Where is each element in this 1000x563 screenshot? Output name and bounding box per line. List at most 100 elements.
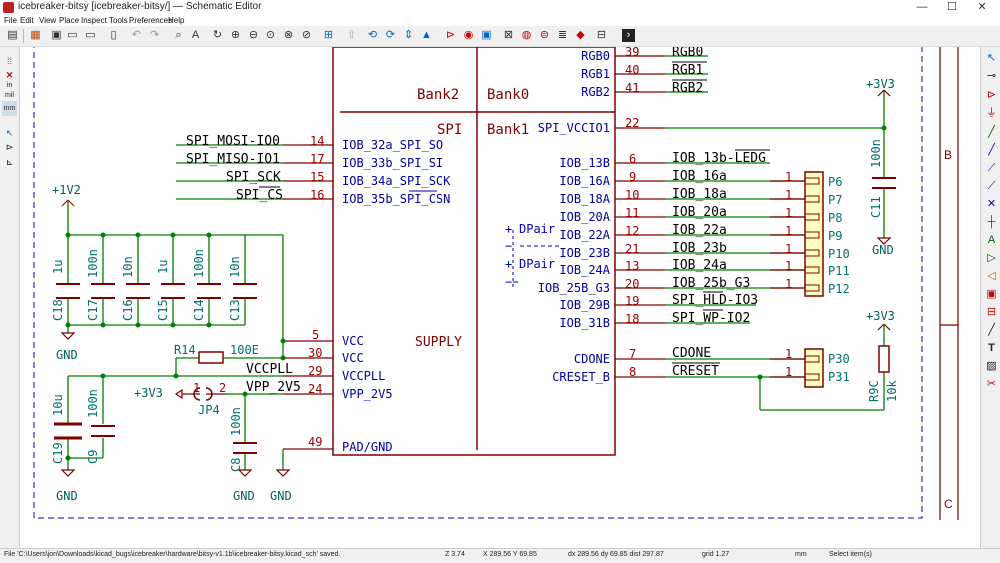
hidden-pins-icon[interactable]: ⊳ xyxy=(5,142,14,152)
pin-name: IOB_35b_SPI_CSN xyxy=(342,192,450,206)
menu-help[interactable]: Help xyxy=(168,16,185,25)
junction-icon[interactable]: ┼ xyxy=(987,216,996,228)
net-label: IOB_16a xyxy=(672,169,727,184)
svg-text:GND: GND xyxy=(233,489,255,503)
menu-tools[interactable]: Tools xyxy=(109,16,128,25)
no-connect-icon[interactable]: ✕ xyxy=(986,198,997,210)
pin-number: 30 xyxy=(308,346,322,360)
maximize-button[interactable]: ☐ xyxy=(947,1,957,13)
svg-text:100n: 100n xyxy=(869,139,883,168)
schematic-setup-icon[interactable]: ▤ xyxy=(7,29,18,41)
zoom-objects-icon[interactable]: ⊗ xyxy=(283,29,294,41)
zoom-out-icon[interactable]: ⊖ xyxy=(248,29,259,41)
pin-number: 39 xyxy=(625,47,639,59)
hier-sheet-icon[interactable]: ▣ xyxy=(986,288,997,300)
menu-preferences[interactable]: Preferences xyxy=(129,16,173,25)
diff-pair-marker: + DPair − + DPair − xyxy=(505,222,560,290)
rotate-ccw-icon[interactable]: ⟲ xyxy=(367,29,378,41)
add-text-icon[interactable]: T xyxy=(988,342,995,354)
net-label: IOB_20a xyxy=(672,205,727,220)
netlist-icon[interactable]: ◆ xyxy=(576,29,585,41)
net-label: CDONE xyxy=(672,346,711,361)
bus-to-bus-icon[interactable]: ⟋ xyxy=(987,180,996,192)
add-symbol-icon[interactable]: ⊳ xyxy=(986,89,997,101)
cap-value: 1u xyxy=(51,260,65,274)
fields-table-icon[interactable]: ⊜ xyxy=(539,29,550,41)
status-units: mm xyxy=(795,551,807,558)
add-bus-icon[interactable]: ╱ xyxy=(988,144,995,156)
add-image-icon[interactable]: ▨ xyxy=(986,360,997,372)
pin-name: IOB_33b_SPI_SI xyxy=(342,156,443,170)
highlight-net-icon[interactable]: ⊸ xyxy=(986,70,997,82)
select-tool-icon[interactable]: ↖ xyxy=(986,52,997,64)
pin-number: 22 xyxy=(625,116,639,130)
status-selection: Select item(s) xyxy=(829,551,872,558)
wire-angle-icon[interactable]: ⊾ xyxy=(5,157,14,167)
footprint-assign-icon[interactable]: ◍ xyxy=(521,29,532,41)
cap-value: 100n xyxy=(86,249,100,278)
net-label: SPI_HLD-IO3 xyxy=(672,293,758,308)
scripting-console-icon[interactable]: › xyxy=(622,29,635,42)
menu-file[interactable]: File xyxy=(4,16,17,25)
net-label: SPI_MOSI-IO0 xyxy=(186,134,280,149)
wire-to-bus-icon[interactable]: ⟋ xyxy=(987,162,996,174)
net-label-icon[interactable]: A xyxy=(987,234,996,246)
close-button[interactable]: ✕ xyxy=(977,1,987,13)
zoom-in-icon[interactable]: ⊕ xyxy=(230,29,241,41)
paste-icon[interactable]: ▯ xyxy=(110,29,117,41)
plot-icon[interactable]: ▭ xyxy=(85,29,96,41)
cap-value: 1u xyxy=(156,260,170,274)
delete-tool-icon[interactable]: ✂ xyxy=(986,378,997,390)
minimize-button[interactable]: — xyxy=(916,1,928,13)
schematic-canvas[interactable]: B C Bank2 Bank0 SPI Bank1 SUPPLY SPI_MOS… xyxy=(20,47,980,548)
hierarchy-icon[interactable]: ⊞ xyxy=(323,29,334,41)
polar-coords-icon[interactable]: ✕ xyxy=(5,70,14,80)
menu-inspect[interactable]: Inspect xyxy=(81,16,107,25)
rotate-cw-icon[interactable]: ⟳ xyxy=(385,29,396,41)
connector-pin-number: 1 xyxy=(785,206,792,220)
save-icon[interactable]: ▣ xyxy=(51,29,62,41)
connector-ref: P8 xyxy=(828,211,842,225)
grid-toggle-icon[interactable]: ⁞⁞ xyxy=(6,56,12,66)
add-wire-icon[interactable]: ╱ xyxy=(988,126,995,138)
refresh-icon[interactable]: ↻ xyxy=(212,29,223,41)
units-mils-button[interactable]: mil xyxy=(5,92,14,99)
zoom-selection-icon[interactable]: ⊘ xyxy=(301,29,312,41)
add-power-icon[interactable]: ⏚ xyxy=(986,107,997,119)
pin-name: VPP_2V5 xyxy=(342,387,393,401)
menu-view[interactable]: View xyxy=(39,16,57,25)
import-sheet-pin-icon[interactable]: ⊟ xyxy=(986,306,997,318)
pin-number: 21 xyxy=(625,242,639,256)
spi-unit-label: SPI xyxy=(437,122,462,138)
menu-edit[interactable]: Edit xyxy=(20,16,34,25)
menu-place[interactable]: Place xyxy=(59,16,80,25)
find-icon[interactable]: ⌕ xyxy=(175,29,182,41)
update-pcb-icon[interactable]: ⊟ xyxy=(596,29,607,41)
cap-ref: C18 xyxy=(51,299,65,321)
pin-name: RGB2 xyxy=(581,85,610,99)
pin-name: VCCPLL xyxy=(342,369,385,383)
find-replace-icon[interactable]: A xyxy=(191,29,200,41)
undo-icon[interactable]: ↶ xyxy=(131,29,142,41)
bom-icon[interactable]: ≣ xyxy=(557,29,568,41)
global-label-icon[interactable]: ▷ xyxy=(987,252,996,264)
mirror-v-icon[interactable]: ⇕ xyxy=(403,29,414,41)
status-grid: grid 1.27 xyxy=(702,551,730,558)
annotate-icon[interactable]: ▣ xyxy=(481,29,492,41)
hier-label-icon[interactable]: ◁ xyxy=(987,270,996,282)
pin-number: 41 xyxy=(625,81,639,95)
print-icon[interactable]: ▭ xyxy=(67,29,78,41)
units-mm-button[interactable]: mm xyxy=(2,101,17,116)
svg-text:+1V2: +1V2 xyxy=(52,183,81,197)
cursor-style-icon[interactable]: ↖ xyxy=(5,128,14,138)
units-inches-button[interactable]: in xyxy=(6,82,13,89)
redo-icon[interactable]: ↷ xyxy=(149,29,160,41)
symbol-browser-icon[interactable]: ◉ xyxy=(463,29,474,41)
page-settings-icon[interactable]: ▦ xyxy=(30,29,41,41)
mirror-h-icon[interactable]: ▲ xyxy=(421,29,432,41)
leave-sheet-icon[interactable]: ⇧ xyxy=(346,29,357,41)
symbol-editor-icon[interactable]: ⊳ xyxy=(445,29,456,41)
erc-icon[interactable]: ⊠ xyxy=(503,29,514,41)
zoom-fit-icon[interactable]: ⊙ xyxy=(265,29,276,41)
add-line-icon[interactable]: ╱ xyxy=(988,324,995,336)
